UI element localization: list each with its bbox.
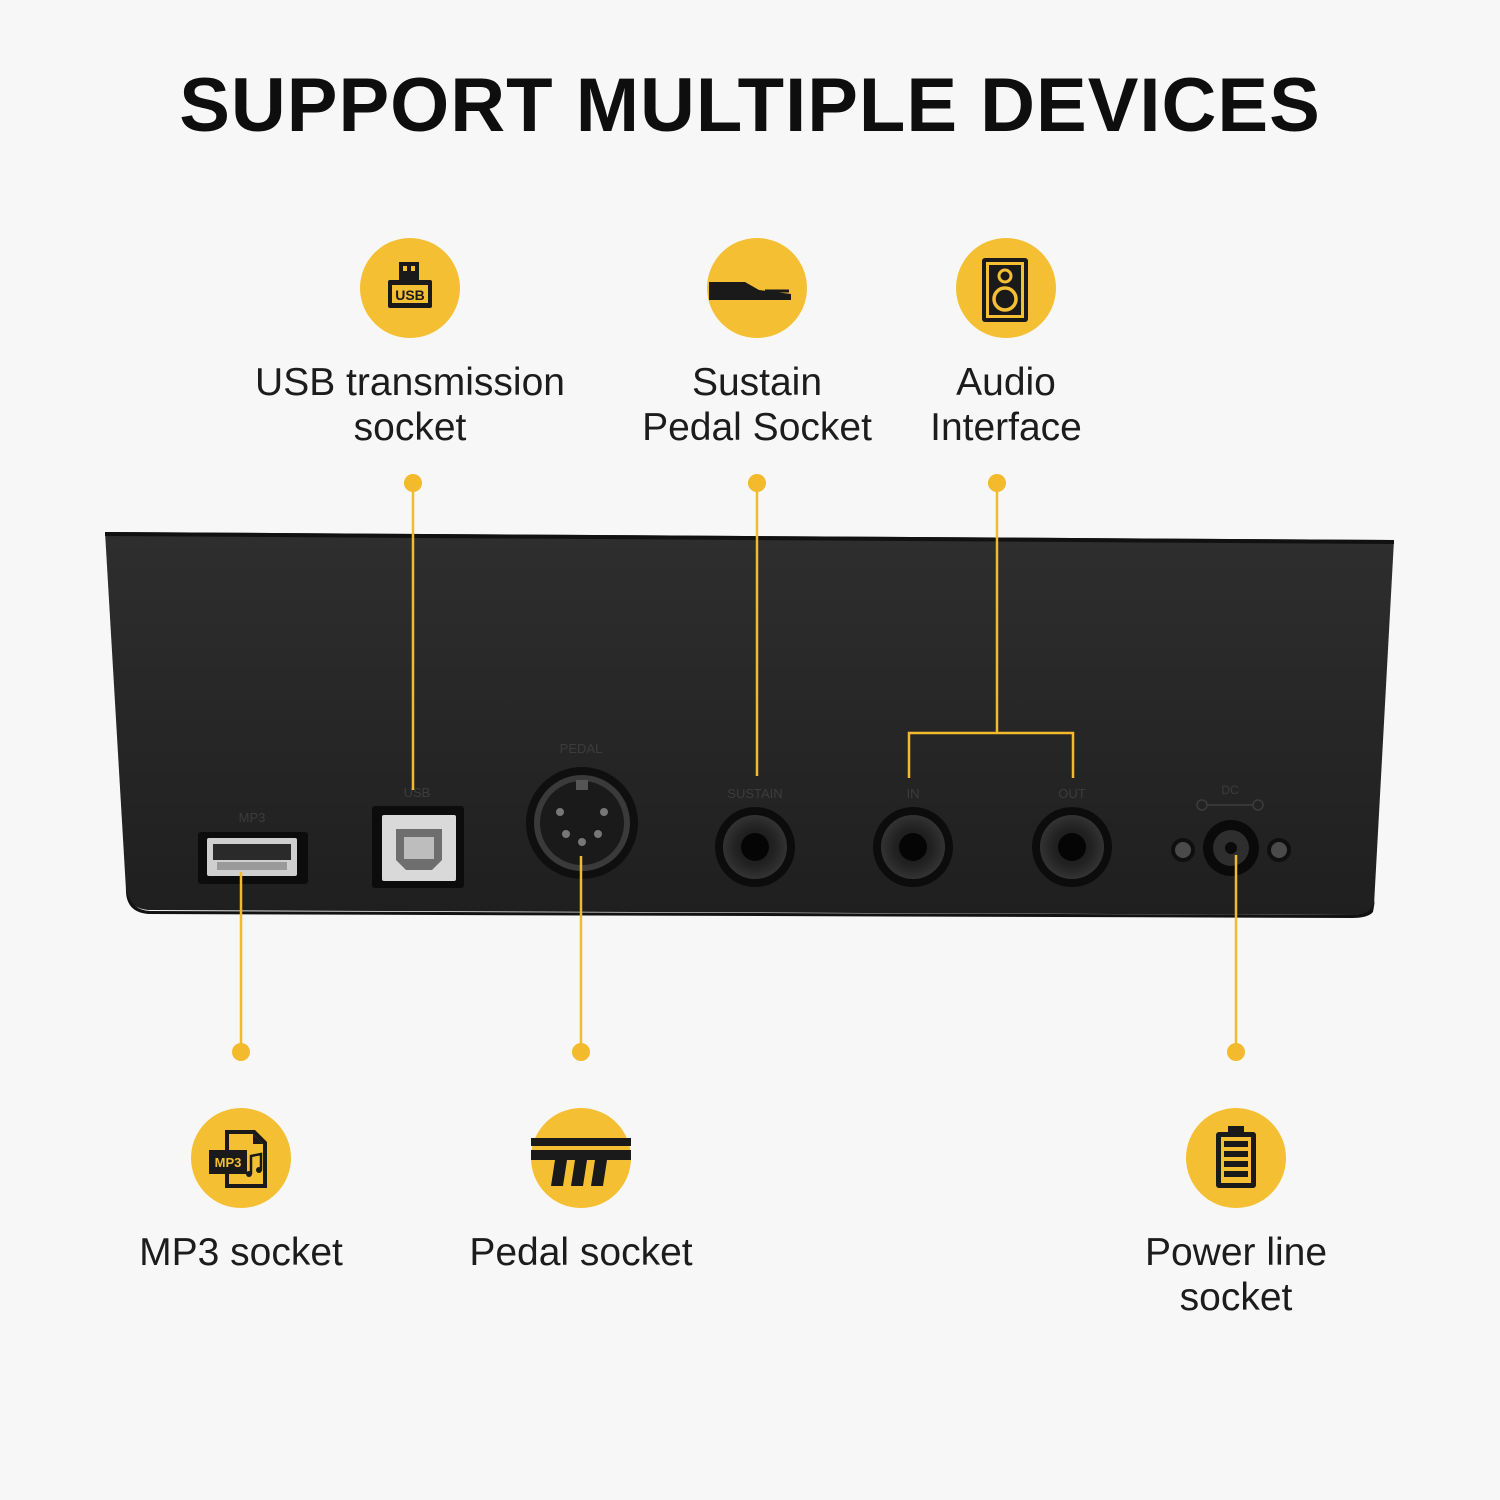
feature-label-audio: Audio Interface [930,361,1082,449]
mp3-file-icon: MP3 [191,1108,291,1208]
feature-label-usb: USB transmission socket [255,361,565,449]
callout-lines [239,483,1238,1052]
page-title: SUPPORT MULTIPLE DEVICES [179,63,1321,148]
din-pedal-port: PEDAL [526,741,638,879]
feature-label-sustain: Sustain Pedal Socket [642,361,872,449]
svg-text:MP3: MP3 [215,1155,242,1170]
usb-icon: USB [360,238,460,338]
port-label-dc: DC [1221,783,1239,797]
audio-out-jack: OUT [1032,786,1112,887]
feature-pedal: Pedal socket [371,1108,791,1275]
feature-label-power: Power line socket [1144,1231,1328,1319]
dc-polarity-icon [1196,799,1264,811]
feature-power: Power line socket [1026,1108,1446,1320]
feature-usb: USB USB transmission socket [200,238,620,450]
port-label-out: OUT [1058,786,1086,801]
panel-bottom-edge [125,888,1375,918]
sustain-pedal-icon [707,238,807,338]
feature-label-pedal: Pedal socket [469,1231,693,1274]
feature-mp3: MP3 MP3 socket [31,1108,451,1275]
svg-text:USB: USB [395,287,425,303]
feature-sustain: Sustain Pedal Socket [547,238,967,450]
panel-top-highlight [105,532,1394,544]
feature-audio: Audio Interface [796,238,1216,450]
sustain-jack: SUSTAIN [715,786,795,887]
mp3-port: MP3 [198,810,308,884]
callout-dots [232,474,1245,1061]
port-label-in: IN [907,786,920,801]
port-label-mp3: MP3 [239,810,266,825]
port-label-sustain: SUSTAIN [727,786,782,801]
piano-pedals-icon [531,1108,631,1208]
speaker-icon [956,238,1056,338]
port-label-pedal: PEDAL [560,741,603,756]
port-label-usb: USB [404,785,431,800]
usb-b-port: USB [372,785,464,888]
feature-label-mp3: MP3 socket [139,1231,343,1274]
audio-in-jack: IN [873,786,953,887]
dc-power-socket: DC [1171,783,1291,876]
battery-icon [1186,1108,1286,1208]
